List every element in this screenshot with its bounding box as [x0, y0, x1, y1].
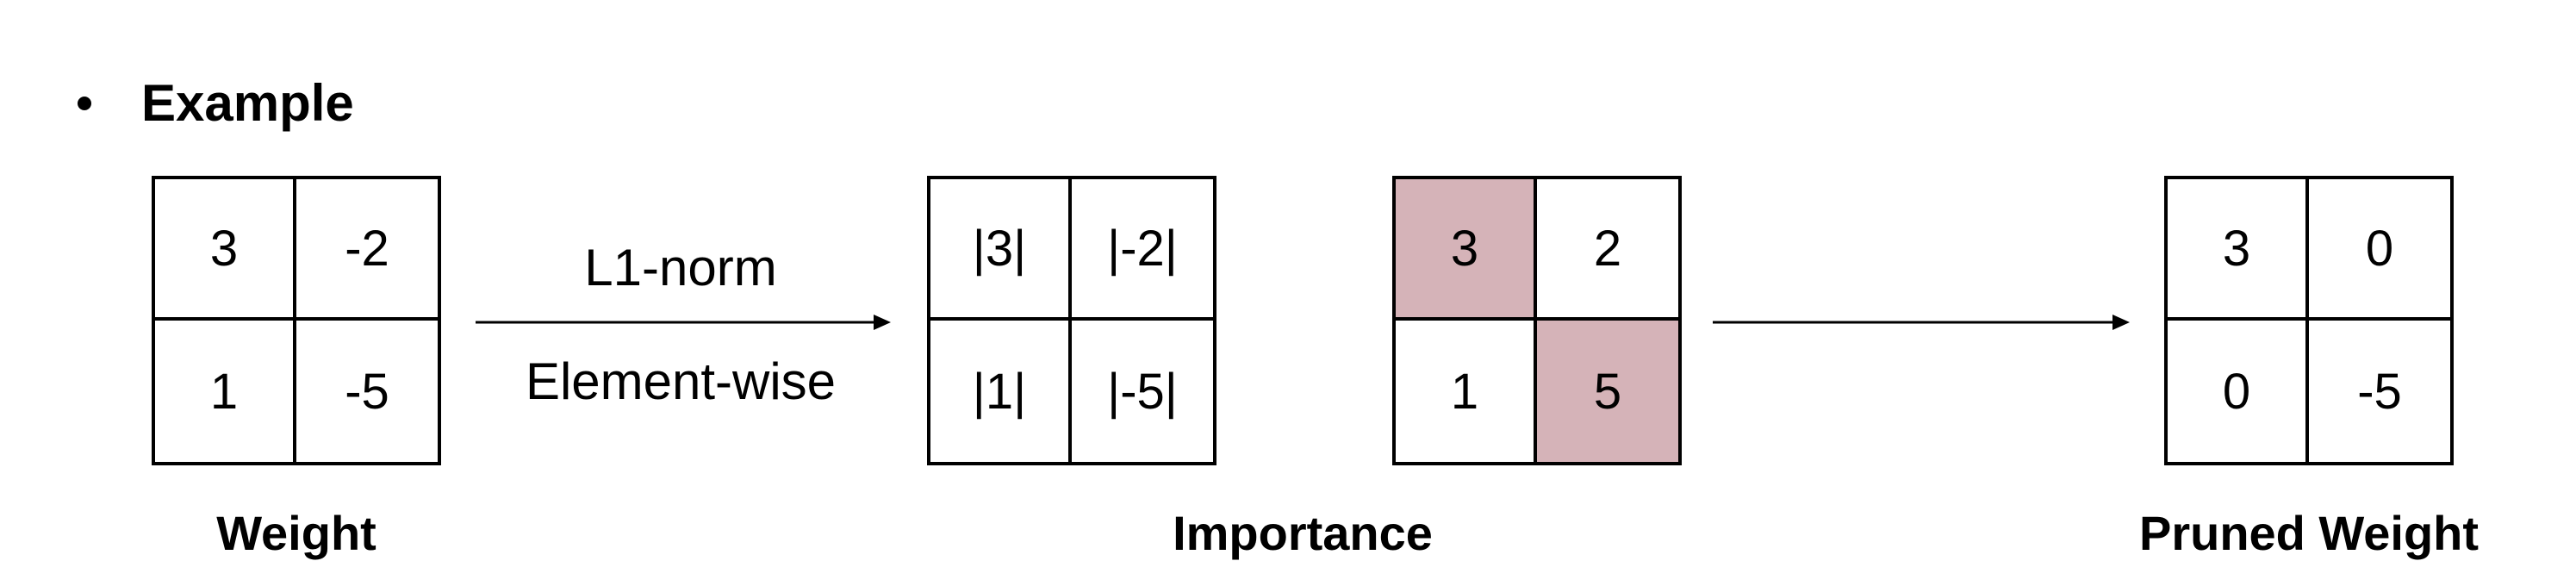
importance-cell: 1 [1396, 321, 1537, 462]
pruned-weight-matrix: 3 0 0 -5 [2164, 176, 2454, 465]
abs-cell: |-2| [1072, 179, 1213, 321]
weight-cell: -2 [296, 179, 438, 321]
l1-norm-arrow [476, 315, 891, 330]
importance-cell: 2 [1537, 179, 1678, 321]
abs-cell: |1| [930, 321, 1072, 462]
importance-label: Importance [1173, 506, 1433, 560]
operation-top-label: L1-norm [584, 239, 777, 296]
importance-matrix: 3 2 1 5 [1392, 176, 1682, 465]
pruned-weight-label: Pruned Weight [2138, 506, 2480, 560]
heading-text: Example [141, 74, 354, 132]
abs-cell: |-5| [1072, 321, 1213, 462]
weight-cell: -5 [296, 321, 438, 462]
pruned-cell: 0 [2309, 179, 2450, 321]
weight-cell: 3 [155, 179, 296, 321]
weight-cell: 1 [155, 321, 296, 462]
weight-matrix: 3 -2 1 -5 [152, 176, 441, 465]
importance-cell: 5 [1537, 321, 1678, 462]
pruned-cell: 3 [2168, 179, 2309, 321]
pruned-cell: 0 [2168, 321, 2309, 462]
weight-label: Weight [216, 506, 376, 560]
bullet-icon [78, 97, 91, 110]
importance-cell: 3 [1396, 179, 1537, 321]
abs-value-matrix: |3| |-2| |1| |-5| [927, 176, 1216, 465]
operation-bottom-label: Element-wise [525, 352, 837, 410]
pruned-cell: -5 [2309, 321, 2450, 462]
prune-arrow [1713, 315, 2130, 330]
example-heading: Example [78, 67, 354, 140]
abs-cell: |3| [930, 179, 1072, 321]
